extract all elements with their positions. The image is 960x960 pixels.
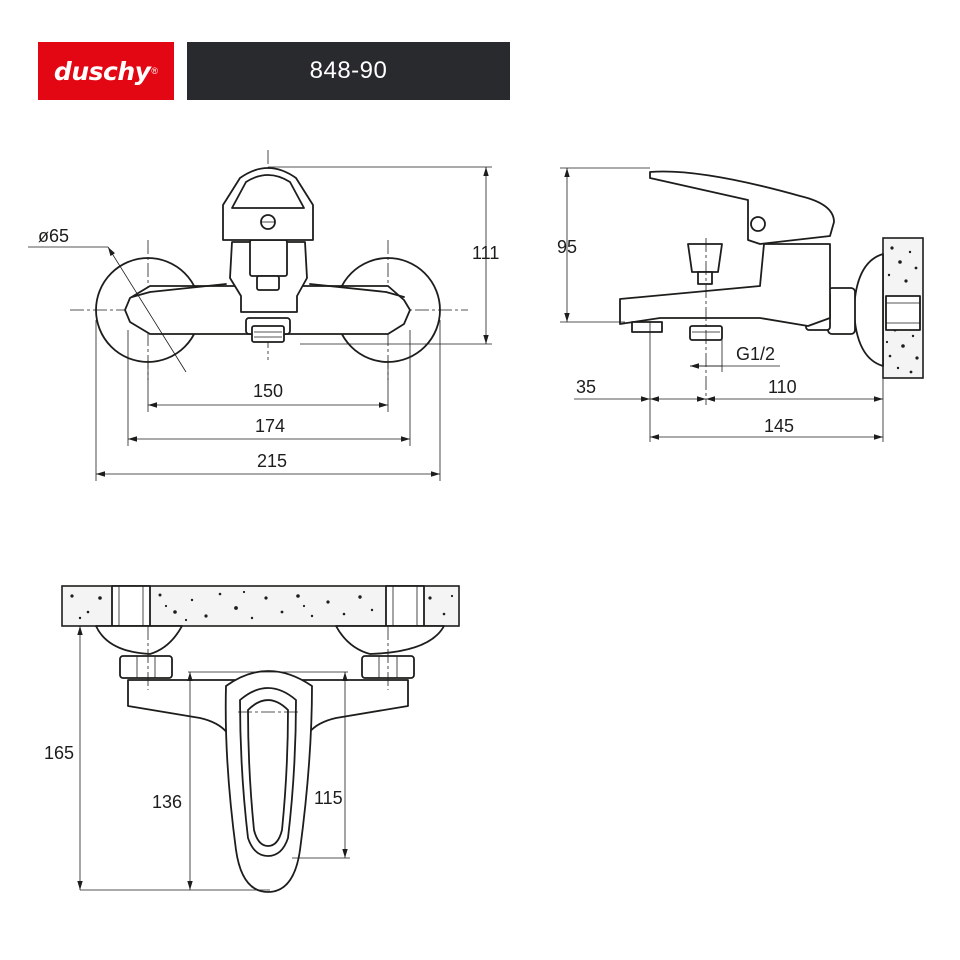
wall-speckle-top: [70, 590, 454, 622]
dim-110: 110: [768, 377, 797, 397]
dim-115: 115: [314, 788, 343, 808]
dim-150: 150: [253, 381, 283, 401]
dim-136: 136: [152, 792, 182, 812]
dim-35: 35: [576, 377, 596, 397]
brand-logo: duschy®: [38, 42, 174, 100]
dim-side-height: 95: [557, 237, 577, 257]
dim-thread: G1/2: [736, 344, 775, 364]
brand-name: duschy: [53, 56, 151, 86]
dim-145: 145: [764, 416, 794, 436]
dim-165: 165: [44, 743, 74, 763]
registered-mark: ®: [151, 66, 159, 76]
dim-215: 215: [257, 451, 287, 471]
top-view: 165 136 115: [44, 585, 460, 893]
wall-speckle-side: [885, 246, 919, 374]
model-number: 848-90: [309, 57, 388, 84]
dim-front-height: 111: [472, 243, 499, 263]
front-view: ø65 111 150 174 215: [28, 150, 499, 481]
dim-174: 174: [255, 416, 285, 436]
side-view: 95 G1/2 35 110 145: [557, 167, 924, 442]
dim-diameter: ø65: [38, 226, 69, 246]
model-bar: 848-90: [187, 42, 510, 100]
